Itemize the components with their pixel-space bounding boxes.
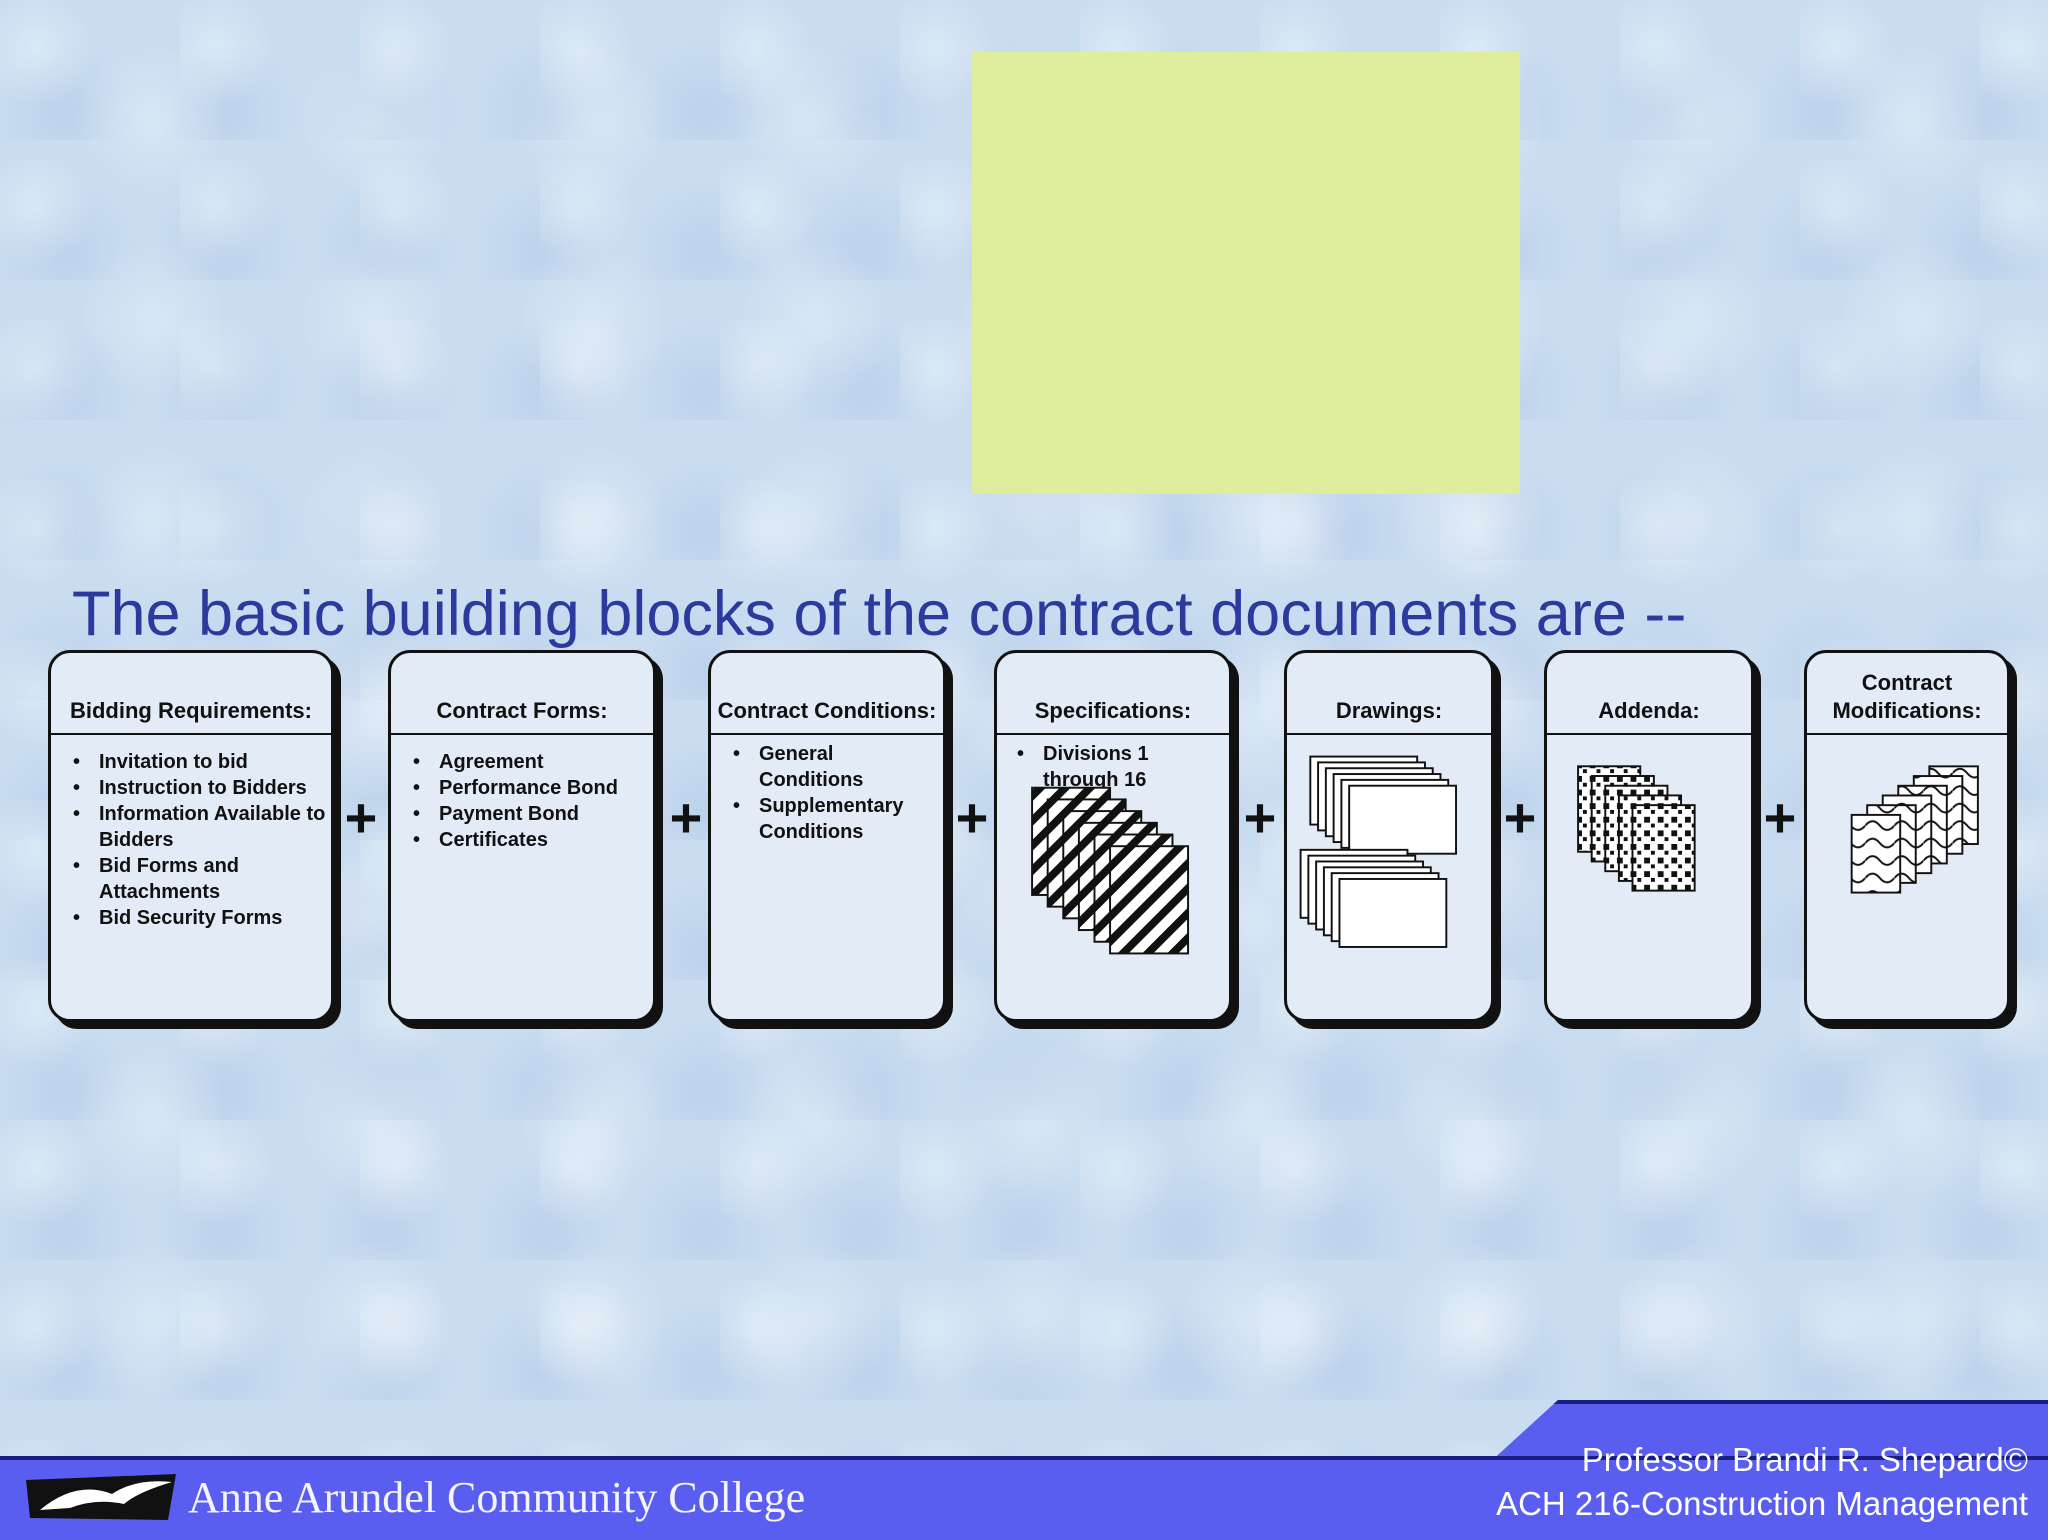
list-item: Performance Bond [413,775,649,801]
drawings-sheets-icon [1299,755,1457,948]
list-item: Bid Security Forms [73,905,327,931]
list-item: Payment Bond [413,801,649,827]
block-list: Invitation to bid Instruction to Bidders… [51,735,331,931]
list-item: Instruction to Bidders [73,775,327,801]
specification-sheets-icon [1031,786,1190,955]
block-list: Agreement Performance Bond Payment Bond … [391,735,653,853]
course-name: ACH 216-Construction Management [1496,1485,2028,1522]
list-item: Bid Forms and Attachments [73,853,327,905]
college-logo-icon [26,1474,176,1520]
block-contract-forms: Contract Forms: Agreement Performance Bo… [388,650,656,1022]
list-item: Certificates [413,827,649,853]
block-header: Contract Modifications: [1807,653,2007,735]
plus-sign: + [1503,786,1537,849]
block-header: Contract Conditions: [711,653,943,735]
addenda-sheets-icon [1577,765,1696,892]
list-item: Agreement [413,749,649,775]
college-name: Anne Arundel Community College [188,1473,806,1522]
block-header: Addenda: [1547,653,1751,735]
list-item: Divisions 1 through 16 [1017,741,1225,793]
block-contract-modifications: Contract Modifications: [1804,650,2010,1022]
block-drawings: Drawings: [1284,650,1494,1022]
list-item: Invitation to bid [73,749,327,775]
block-list: General Conditions Supplementary Conditi… [711,735,943,845]
footer-tab [1488,1400,2048,1464]
plus-sign: + [669,786,703,849]
plus-sign: + [1243,786,1277,849]
list-item: Supplementary Conditions [733,793,939,845]
plus-sign: + [955,786,989,849]
block-addenda: Addenda: [1544,650,1754,1022]
block-header: Bidding Requirements: [51,653,331,735]
block-contract-conditions: Contract Conditions: General Conditions … [708,650,946,1022]
block-list: Divisions 1 through 16 [997,735,1229,793]
block-header: Specifications: [997,653,1229,735]
plus-sign: + [1763,786,1797,849]
block-header: Contract Forms: [391,653,653,735]
list-item: General Conditions [733,741,939,793]
plus-sign: + [344,786,378,849]
slide-title: The basic building blocks of the contrac… [72,579,1687,649]
block-header: Drawings: [1287,653,1491,735]
block-bidding-requirements: Bidding Requirements: Invitation to bid … [48,650,334,1022]
highlight-box [972,52,1520,494]
modifications-sheets-icon [1850,765,1979,894]
block-specifications: Specifications: Divisions 1 through 16 [994,650,1232,1022]
footer-info: Professor Brandi R. Shepard© ACH 216-Con… [1496,1438,2028,1526]
footer-bar [0,1456,2048,1540]
list-item: Information Available to Bidders [73,801,327,853]
professor-credit: Professor Brandi R. Shepard© [1581,1441,2028,1478]
